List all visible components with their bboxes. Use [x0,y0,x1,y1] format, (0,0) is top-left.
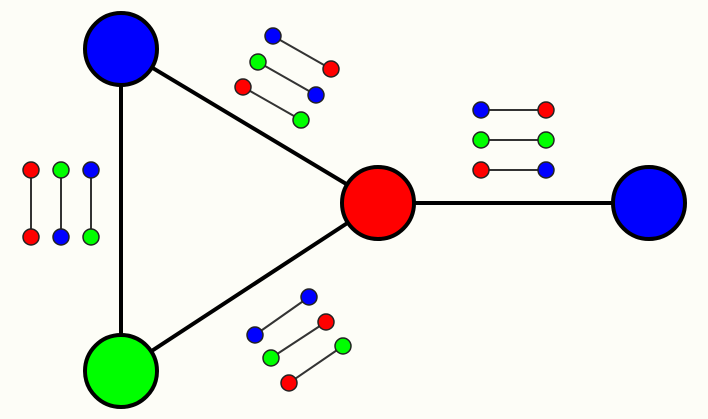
color-pair-dot-green [292,111,310,129]
color-pair-dot-green [537,131,555,149]
color-pair-dot-green [472,131,490,149]
color-pair-dot-blue [472,101,490,119]
graph-edge-top-left-center [119,47,380,205]
color-pair-dot-red [280,374,298,392]
color-pair-dot-blue [307,86,325,104]
color-pair-dot-red [537,101,555,119]
graph-node-bottom-left [83,333,159,409]
color-pair-dot-green [262,349,280,367]
color-pair-link [242,86,302,121]
color-pair-dot-blue [537,161,555,179]
color-pair-dot-red [22,228,40,246]
color-pair-link [272,35,332,70]
color-pair-link [257,61,317,96]
color-pair-link [288,345,344,384]
graph-node-right [611,165,687,241]
graph-node-center [340,165,416,241]
color-pair-dot-red [317,313,335,331]
color-pair-dot-blue [246,326,264,344]
color-pair-dot-blue [264,27,282,45]
color-pair-dot-blue [300,288,318,306]
graph-edge-bottom-left-center [119,201,380,373]
color-pair-dot-green [334,337,352,355]
color-pair-dot-red [322,60,340,78]
color-pair-dot-red [472,161,490,179]
color-pair-dot-green [82,228,100,246]
color-pair-dot-blue [52,228,70,246]
color-pair-dot-green [52,161,70,179]
color-pair-dot-red [22,161,40,179]
color-pair-dot-red [234,78,252,96]
color-pair-link [254,296,310,336]
color-pair-dot-blue [82,161,100,179]
color-pair-dot-green [249,53,267,71]
color-pair-link [270,321,327,359]
graph-node-top-left [83,11,159,87]
